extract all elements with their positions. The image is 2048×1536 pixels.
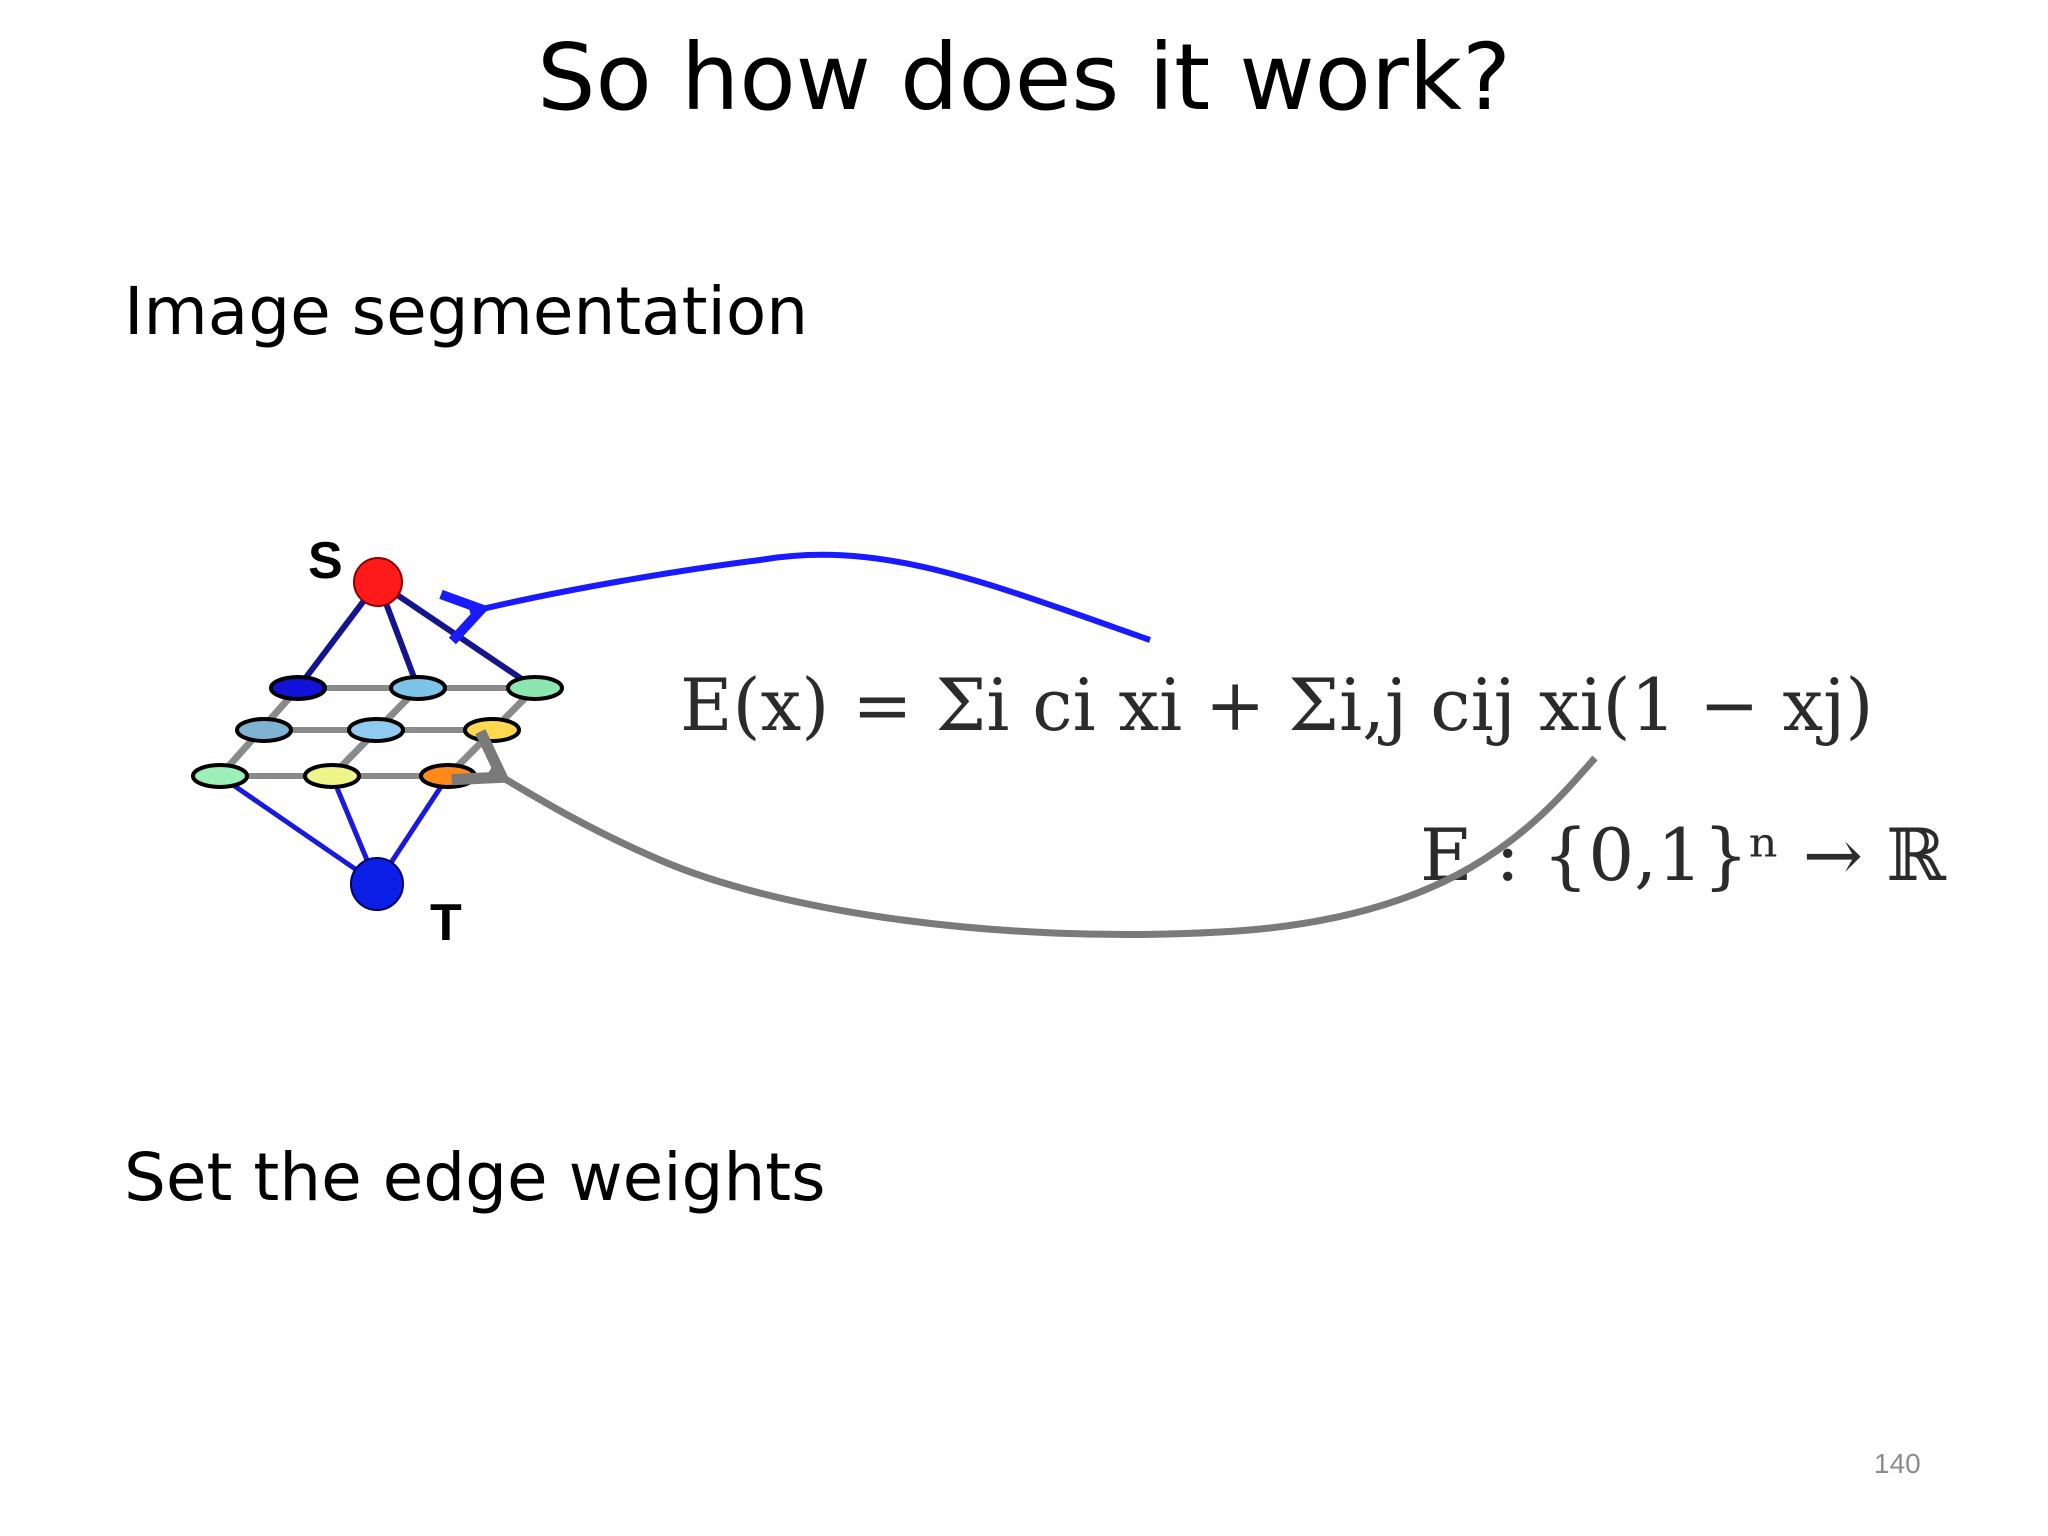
page-number: 140: [1874, 1448, 1921, 1479]
pixel-node: [347, 717, 405, 743]
image-segmentation-heading: Image segmentation: [124, 273, 809, 350]
slide-title: So how does it work?: [537, 24, 1511, 131]
pixel-node: [269, 675, 327, 701]
pixel-node: [235, 717, 293, 743]
pixel-nodes: [191, 675, 564, 789]
pixel-node: [463, 717, 521, 743]
pixel-node: [389, 675, 447, 701]
sink-label: T: [430, 894, 462, 952]
sink-edge: [218, 773, 379, 887]
source-edge: [376, 579, 537, 691]
arrow-to-source: [439, 551, 1151, 645]
arrow-to-grid: [451, 729, 1598, 938]
sink-node: [350, 857, 404, 911]
pixel-node: [191, 763, 249, 789]
pixel-node: [419, 763, 477, 789]
energy-domain: E : {0,1}ⁿ → ℝ: [1420, 813, 1947, 897]
set-edge-weights-heading: Set the edge weights: [124, 1139, 826, 1216]
energy-equation: E(x) = Σi ci xi + Σi,j cij xi(1 − xj): [680, 663, 1873, 747]
pixel-node: [303, 763, 361, 789]
pixel-node: [506, 675, 564, 701]
source-node: [353, 557, 403, 607]
source-label: S: [308, 532, 343, 590]
